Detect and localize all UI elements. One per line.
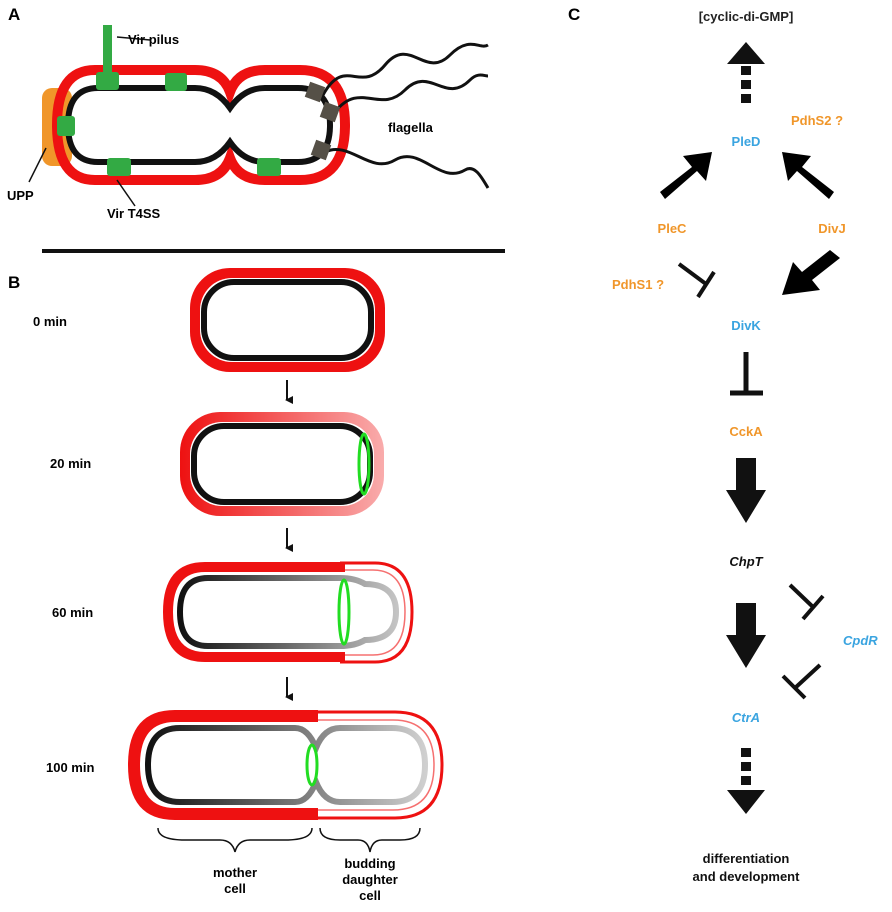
cell-100min-mother-outer [128, 710, 318, 820]
divk-node: DivK [731, 318, 761, 333]
inhibit-pdhs1-bar [696, 270, 716, 299]
plec-node: PleC [658, 221, 688, 236]
time-label: 20 min [50, 456, 91, 471]
cell-0min-inner [201, 279, 374, 361]
t4ss-leader [116, 179, 136, 207]
arrow-chpt-ctra [726, 603, 766, 668]
vir-pilus [103, 25, 112, 90]
upp-label: UPP [7, 188, 34, 203]
dashed-arrow-segment [741, 776, 751, 785]
mother-cell-label: mother [213, 865, 257, 880]
t4ss-top [165, 73, 187, 91]
t4ss-pole [57, 116, 75, 136]
dashed-arrow-head-up [727, 42, 765, 64]
upp-leader [28, 147, 47, 183]
chpt-node: ChpT [729, 554, 763, 569]
septum-ring [337, 578, 351, 646]
dashed-arrow-segment [741, 94, 751, 103]
inner-membrane-a [64, 85, 334, 165]
panel-b: B 0 min 20 min 60 min 100 min mother [8, 268, 444, 903]
cell-100min-inner-membrane [144, 725, 429, 805]
cell-20min-inner [191, 423, 373, 505]
pled-node: PleD [732, 134, 761, 149]
inhibit-cpdr-ctra-line [793, 663, 822, 690]
daughter-cell-label: daughter [342, 872, 398, 887]
outcome-label: and development [693, 869, 801, 884]
panel-label-c: C [568, 5, 580, 24]
cyclic-di-gmp-label: [cyclic-di-GMP] [699, 9, 794, 24]
outcome-label: differentiation [703, 851, 790, 866]
flagellar-motor [304, 81, 326, 103]
dashed-arrow-segment [741, 80, 751, 89]
t4ss-bottom-right [257, 158, 281, 176]
vir-pilus-leader [116, 36, 151, 41]
outer-membrane-a [51, 65, 351, 185]
panel-label-a: A [8, 5, 20, 24]
inhibit-pdhs1-line [677, 262, 708, 286]
cpdr-node: CpdR [843, 633, 878, 648]
pilus-base [96, 72, 119, 90]
time-label: 60 min [52, 605, 93, 620]
ccka-node: CckA [729, 424, 763, 439]
inhibit-cpdr-ctra-bar [781, 674, 807, 700]
vir-pilus-label: Vir pilus [128, 32, 179, 47]
pdhs1-node: PdhS1 ? [612, 277, 664, 292]
arrow-divj-divk [782, 250, 840, 295]
time-label: 0 min [33, 314, 67, 329]
flagella-label: flagella [388, 120, 434, 135]
time-label: 100 min [46, 760, 94, 775]
pdhs2-node: PdhS2 ? [791, 113, 843, 128]
dashed-arrow-head-down [727, 790, 765, 814]
septum-ring [357, 432, 371, 496]
cell-60min-inner-membrane [176, 575, 400, 649]
flagella [321, 42, 490, 189]
panel-c: C [cyclic-di-GMP] PleD PdhS2 ? PleC DivJ… [568, 5, 878, 884]
mother-cell-label: cell [224, 881, 246, 896]
daughter-cell-brace [319, 827, 421, 853]
cell-60min-mother-outer [163, 562, 345, 662]
cell-100min-daughter-envelope-inner [318, 719, 435, 811]
t4ss-bottom-left [107, 158, 131, 176]
septum-ring [305, 743, 319, 787]
dashed-arrow-segment [741, 66, 751, 75]
arrow-ccka-chpt [726, 458, 766, 523]
cell-60min-daughter-envelope [340, 561, 414, 664]
cell-60min-daughter-envelope-inner [340, 569, 406, 656]
inhibit-chpt-cpdr-line [788, 583, 815, 609]
panel-a: A Vir pilus UPP Vir T4SS f [7, 5, 490, 221]
flagellar-motor [319, 101, 341, 123]
flagellar-motor [310, 139, 332, 161]
vir-t4ss-label: Vir T4SS [107, 206, 161, 221]
daughter-cell-label: cell [359, 888, 381, 903]
daughter-cell-label: budding [344, 856, 395, 871]
arrow-divj-pled [782, 152, 834, 199]
ctra-node: CtrA [732, 710, 760, 725]
dashed-arrow-segment [741, 748, 751, 757]
cell-100min-daughter-envelope [318, 710, 444, 820]
dashed-arrow-segment [741, 762, 751, 771]
arrow-plec-pled [660, 152, 712, 199]
panel-label-b: B [8, 273, 20, 292]
inhibit-chpt-cpdr-bar [801, 594, 825, 621]
mother-cell-brace [157, 827, 313, 853]
divj-node: DivJ [818, 221, 845, 236]
